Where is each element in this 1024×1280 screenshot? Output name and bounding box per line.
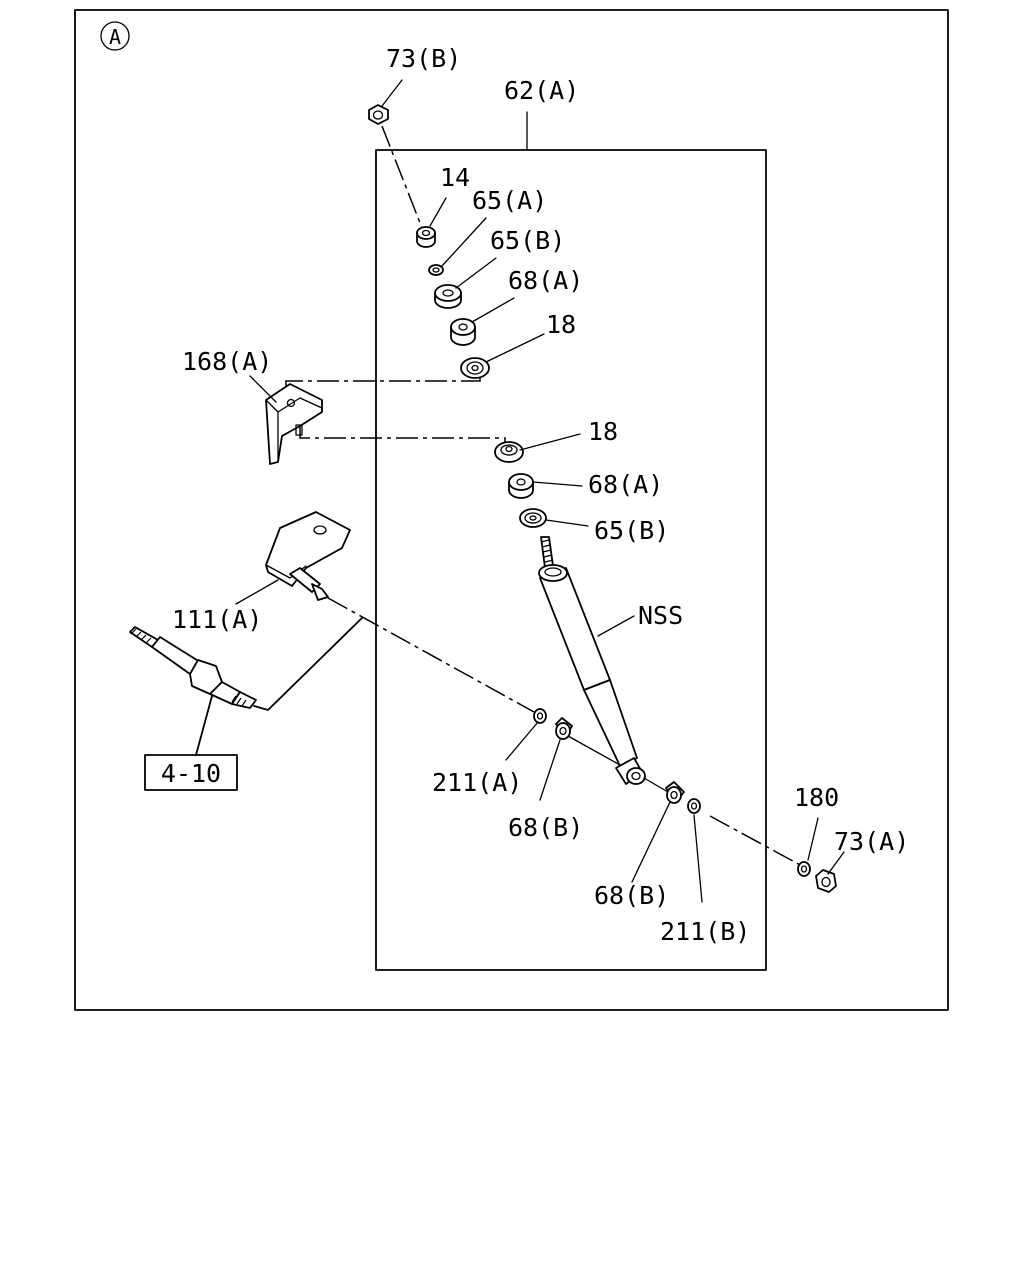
bracket-link-bottom	[299, 426, 506, 446]
washer-211a	[533, 708, 547, 724]
bracket-link-top	[285, 378, 481, 386]
bushing-68a-top	[450, 318, 476, 346]
washer-211b	[687, 798, 701, 814]
ref-box-4-10	[144, 754, 238, 791]
washer-65b-mid	[519, 508, 547, 528]
label-180: 180	[794, 783, 839, 812]
washer-180	[797, 861, 811, 877]
bushing-68b-right	[665, 781, 685, 804]
label-68b-right: 68(B)	[594, 881, 669, 910]
leader-4-10	[195, 695, 213, 756]
cup-washer-18-top	[460, 357, 490, 379]
bushing-68b-left	[555, 717, 573, 740]
axis-line-top	[381, 125, 423, 229]
label-68a-top: 68(A)	[508, 266, 583, 295]
label-4-10: 4-10	[161, 759, 221, 788]
axis-line-lower-right	[643, 777, 669, 793]
nut-73b	[368, 104, 389, 125]
assembly-62a-box	[375, 149, 767, 971]
label-nss: NSS	[638, 601, 683, 630]
shock-absorber-nss	[538, 536, 646, 785]
label-111a: 111(A)	[172, 605, 262, 634]
label-168a: 168(A)	[182, 347, 272, 376]
label-68a-mid: 68(A)	[588, 470, 663, 499]
axis-line-lower-far	[709, 815, 803, 867]
label-65a: 65(A)	[472, 186, 547, 215]
nut-73a	[815, 869, 837, 893]
view-marker-label: A	[109, 25, 121, 49]
view-marker: A	[100, 21, 130, 51]
cup-washer-18-mid	[494, 441, 524, 463]
label-68b-left: 68(B)	[508, 813, 583, 842]
leader-lines	[235, 79, 845, 903]
label-18-top: 18	[546, 310, 576, 339]
bracket-168a	[265, 383, 323, 465]
bushing-68a-mid	[508, 473, 534, 499]
outer-frame	[74, 9, 949, 1011]
spacer-14	[416, 226, 436, 248]
label-62a: 62(A)	[504, 76, 579, 105]
bolt-4-10	[129, 626, 257, 709]
bolt-link	[253, 617, 363, 711]
washer-65a	[428, 264, 444, 276]
label-211b: 211(B)	[660, 917, 750, 946]
bracket-111a	[265, 511, 351, 601]
label-211a: 211(A)	[432, 768, 522, 797]
washer-65b-top	[434, 284, 462, 309]
axis-line-lower-mid	[567, 735, 621, 766]
label-65b-top: 65(B)	[490, 226, 565, 255]
label-73a: 73(A)	[834, 827, 909, 856]
label-18-mid: 18	[588, 417, 618, 446]
label-65b-mid: 65(B)	[594, 516, 669, 545]
label-73b: 73(B)	[386, 44, 461, 73]
label-14: 14	[440, 163, 470, 192]
axis-line-lower-left	[327, 597, 535, 713]
